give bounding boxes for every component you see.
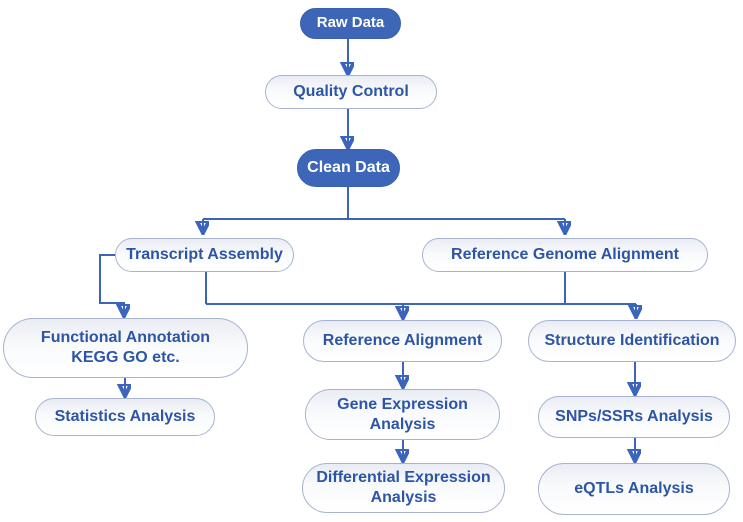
node-raw-data-label: Raw Data — [316, 14, 385, 32]
node-eqtls-analysis-label: eQTLs Analysis — [574, 480, 694, 498]
node-reference-genome-alignment: Reference Genome Alignment — [422, 238, 708, 272]
node-structure-identification: Structure Identification — [528, 320, 736, 362]
node-raw-data: Raw Data — [300, 8, 401, 39]
node-quality-control: Quality Control — [265, 75, 437, 109]
node-statistics-analysis-label: Statistics Analysis — [54, 408, 196, 426]
node-functional-annotation-line2: KEGG GO etc. — [71, 349, 180, 366]
node-gene-expression-analysis-line1: Gene Expression — [337, 395, 468, 413]
node-gene-expression-analysis-line2: Analysis — [369, 415, 436, 433]
node-quality-control-label: Quality Control — [293, 83, 409, 101]
node-snps-ssrs-analysis: SNPs/SSRs Analysis — [538, 396, 730, 438]
node-transcript-assembly-label: Transcript Assembly — [126, 246, 283, 264]
node-functional-annotation-line1: Functional Annotation — [40, 329, 211, 347]
node-reference-alignment: Reference Alignment — [303, 320, 502, 362]
node-differential-expression-analysis-line1: Differential Expression — [316, 469, 491, 487]
node-reference-genome-alignment-label: Reference Genome Alignment — [451, 246, 679, 264]
node-snps-ssrs-analysis-label: SNPs/SSRs Analysis — [555, 408, 713, 426]
node-reference-alignment-label: Reference Alignment — [322, 332, 483, 350]
node-differential-expression-analysis-line2: Analysis — [370, 489, 437, 506]
node-clean-data-label: Clean Data — [307, 159, 390, 177]
node-gene-expression-analysis: Gene Expression Analysis — [305, 389, 500, 440]
node-transcript-assembly: Transcript Assembly — [115, 238, 294, 272]
node-structure-identification-label: Structure Identification — [544, 332, 720, 350]
node-functional-annotation: Functional Annotation KEGG GO etc. — [3, 318, 248, 378]
node-differential-expression-analysis: Differential Expression Analysis — [302, 463, 505, 513]
node-clean-data: Clean Data — [297, 149, 400, 187]
node-eqtls-analysis: eQTLs Analysis — [538, 463, 730, 515]
node-statistics-analysis: Statistics Analysis — [35, 398, 215, 436]
